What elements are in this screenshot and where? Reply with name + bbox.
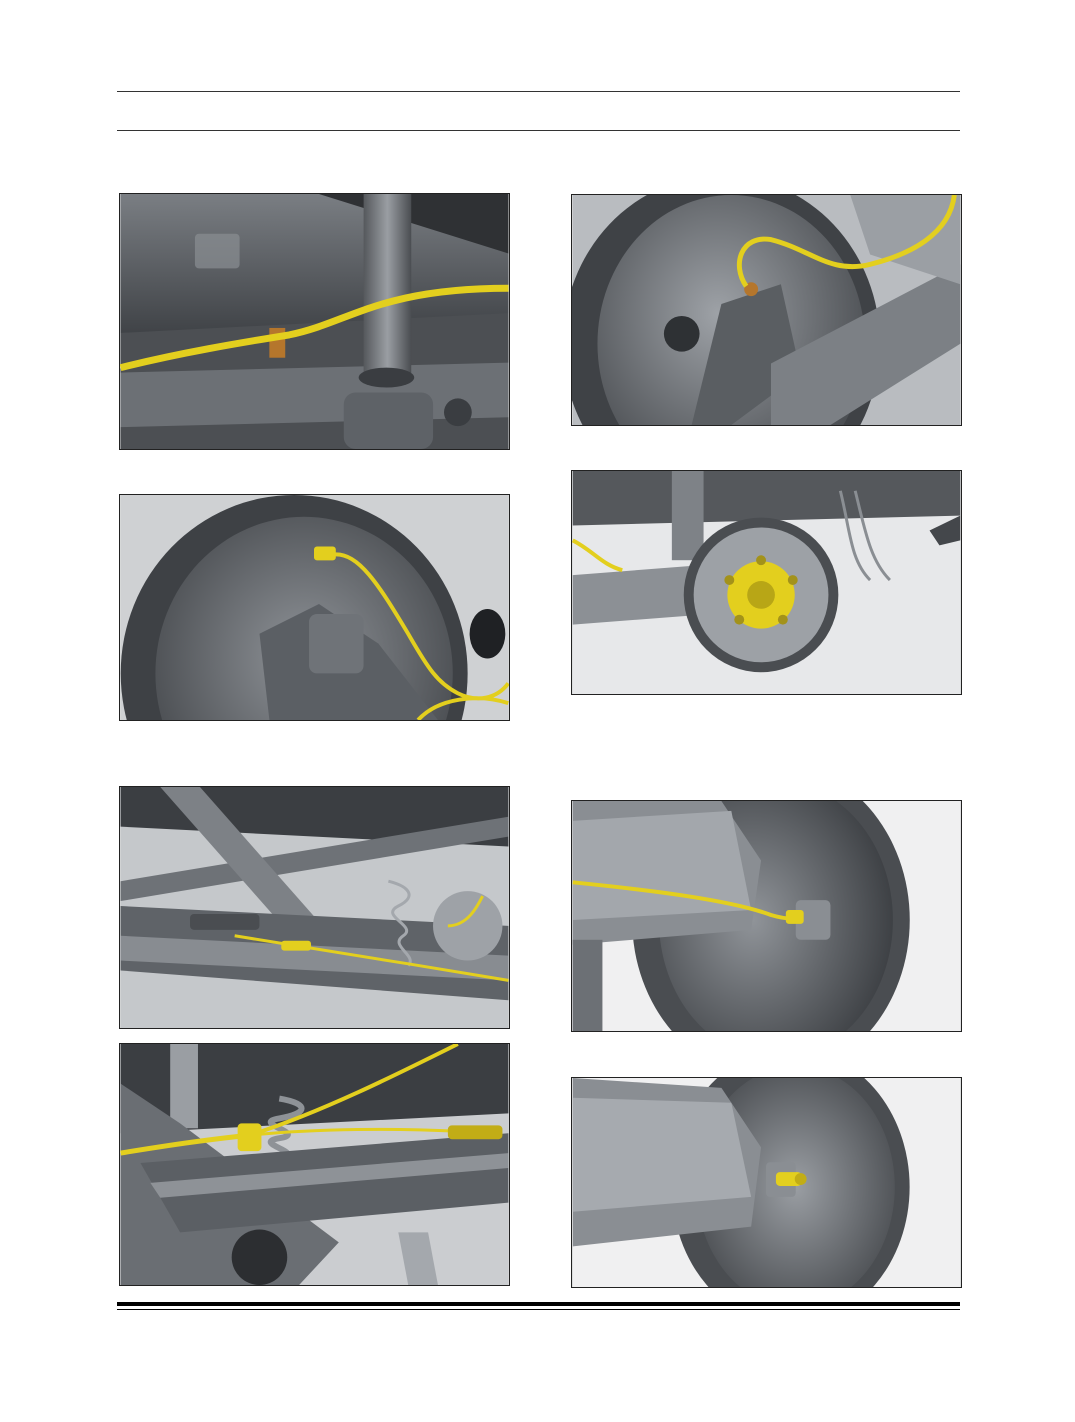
header-rule-top — [117, 91, 960, 92]
figure-brake-backing-plate-cable — [571, 194, 962, 426]
footer-rule-thin — [117, 1309, 960, 1310]
figure-rear-axle-cable-bracket — [119, 193, 510, 450]
figure-wheel-hub-flange — [571, 470, 962, 695]
figure-parking-brake-cable-run — [119, 786, 510, 1029]
cable-equalizer-icon — [120, 1044, 509, 1285]
brake-backing-plate-cable-icon — [572, 195, 961, 425]
cable-end-fitting-icon — [572, 1078, 961, 1287]
rear-axle-cable-bracket-icon — [120, 194, 509, 449]
figure-drum-backing-plate-cable — [119, 494, 510, 721]
footer-rule-thick — [117, 1302, 960, 1306]
drum-backing-plate-cable-icon — [120, 495, 509, 720]
parking-brake-cable-run-icon — [120, 787, 509, 1028]
wheel-hub-flange-icon — [572, 471, 961, 694]
backing-plate-cable-entry-icon — [572, 801, 961, 1031]
figure-backing-plate-cable-entry — [571, 800, 962, 1032]
figure-cable-end-fitting — [571, 1077, 962, 1288]
figure-cable-equalizer — [119, 1043, 510, 1286]
header-rule-bottom — [117, 130, 960, 131]
